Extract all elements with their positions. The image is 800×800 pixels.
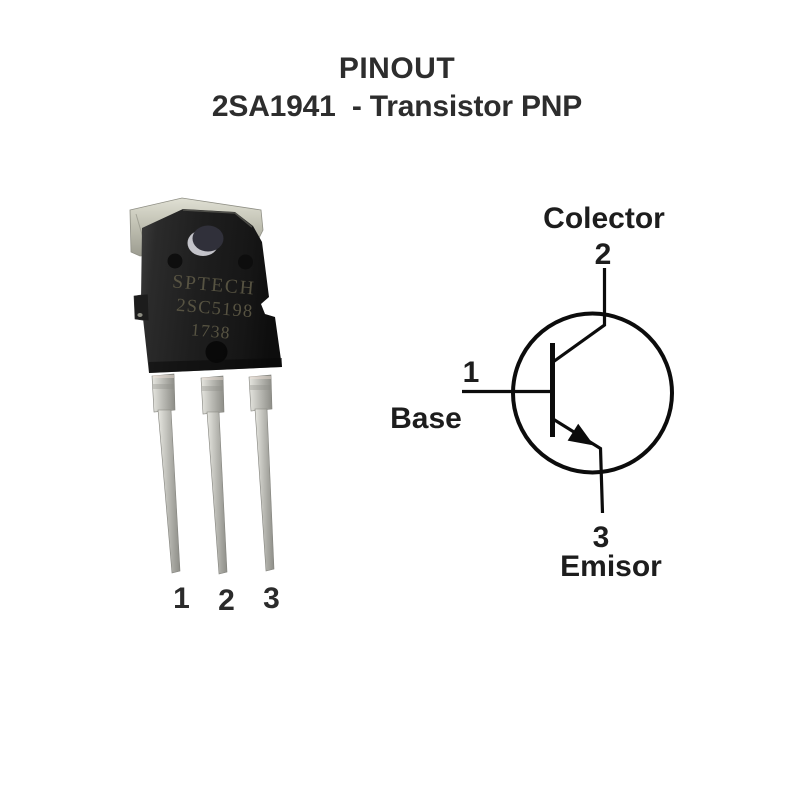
collector-name-label: Colector: [543, 202, 665, 235]
collector-pin-number: 2: [595, 238, 612, 271]
base-pin-number: 1: [463, 356, 480, 389]
emitter-pin-number: 3: [593, 521, 610, 554]
side-notch-glint: [137, 313, 143, 317]
title-block: PINOUT 2SA1941 - Transistor PNP: [0, 52, 794, 123]
mold-dimple: [205, 341, 228, 363]
collector-line: [552, 268, 607, 364]
mold-dot-right: [238, 254, 253, 270]
photo-pin-1-label: 1: [173, 582, 190, 615]
leg-1: [151, 373, 181, 574]
transistor-symbol-schematic: Colector 2 1 Base 3 Emisor: [390, 202, 674, 583]
package-body: [141, 209, 282, 373]
emitter-arrow-icon: [567, 423, 594, 446]
mounting-hole: [192, 225, 224, 252]
photo-pin-3-label: 3: [263, 582, 280, 615]
emitter-name-label: Emisor: [560, 550, 662, 583]
page-subtitle: 2SA1941 - Transistor PNP: [211, 90, 583, 123]
transistor-photo: SPTECH 2SC5198 1738 1 2 3: [129, 197, 282, 617]
side-notch: [133, 293, 150, 322]
page-title: PINOUT: [338, 52, 456, 85]
photo-pin-2-label: 2: [218, 584, 235, 617]
marking-date-code: 1738: [190, 319, 231, 342]
package-bottom-face: [149, 358, 282, 373]
package-top-bevel-highlight: [182, 209, 253, 228]
leg-2: [200, 375, 228, 575]
base-name-label: Base: [390, 402, 462, 435]
emitter-line: [552, 417, 605, 514]
leg-3: [248, 374, 275, 572]
mold-dot-left: [167, 253, 183, 269]
